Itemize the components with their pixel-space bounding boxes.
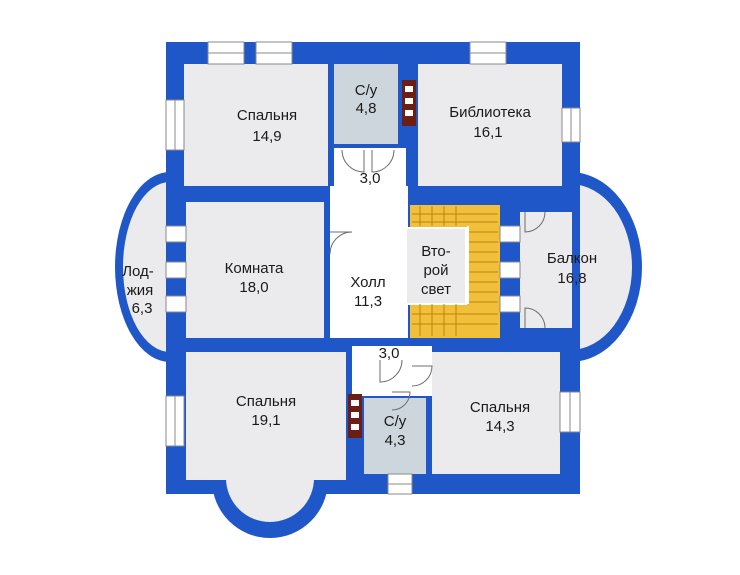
loggia-inner xyxy=(123,182,170,352)
label-bath-top-name: С/у xyxy=(355,82,378,99)
label-loggia-line1: Лод- xyxy=(122,263,154,280)
label-bath-bottom-area: 4,3 xyxy=(385,432,406,449)
room-komnata xyxy=(186,202,324,338)
label-hall-name: Холл xyxy=(350,274,385,291)
label-void-line1: Вто- xyxy=(421,243,451,260)
stove-top xyxy=(402,80,416,126)
balcony-inner xyxy=(570,184,632,350)
room-corridor-bottom xyxy=(352,346,432,396)
room-bath-bottom xyxy=(364,398,426,474)
room-hall xyxy=(330,186,408,338)
label-library-name: Библиотека xyxy=(449,104,531,121)
label-bath-bottom-name: С/у xyxy=(384,413,407,430)
label-bedroom-bottom-left-area: 19,1 xyxy=(251,412,280,429)
label-library-area: 16,1 xyxy=(473,124,502,141)
label-hall-area: 11,3 xyxy=(354,293,382,310)
room-bedroom-bottom-right xyxy=(432,352,560,474)
room-library xyxy=(418,64,562,186)
label-loggia-line2: жия xyxy=(127,282,154,299)
label-loggia-area: 6,3 xyxy=(132,300,153,317)
label-void-line3: свет xyxy=(421,281,451,298)
second-light-void xyxy=(405,227,467,305)
room-bedroom-top-left xyxy=(184,64,328,186)
label-bedroom-bottom-right-area: 14,3 xyxy=(485,418,514,435)
stair-treads xyxy=(412,206,498,336)
label-komnata-area: 18,0 xyxy=(239,279,268,296)
label-balcony-area: 16,8 xyxy=(557,270,586,287)
label-bedroom-top-left-name: Спальня xyxy=(237,107,297,124)
label-bath-top-area: 4,8 xyxy=(356,100,377,117)
room-bath-top xyxy=(334,64,398,144)
label-bedroom-bottom-left-name: Спальня xyxy=(236,393,296,410)
label-corridor-top-area: 3,0 xyxy=(360,170,381,187)
label-komnata-name: Комната xyxy=(225,260,284,277)
windows xyxy=(165,41,581,495)
room-bedroom-bottom-left xyxy=(186,352,346,480)
label-bedroom-bottom-right-name: Спальня xyxy=(470,399,530,416)
doors xyxy=(329,149,546,411)
bay-window-inner xyxy=(226,478,314,522)
stove-bottom xyxy=(348,394,362,438)
label-bedroom-top-left-area: 14,9 xyxy=(252,128,281,145)
label-corridor-bottom-area: 3,0 xyxy=(379,345,400,362)
label-balcony-name: Балкон xyxy=(547,250,597,267)
label-void-line2: рой xyxy=(423,262,448,279)
